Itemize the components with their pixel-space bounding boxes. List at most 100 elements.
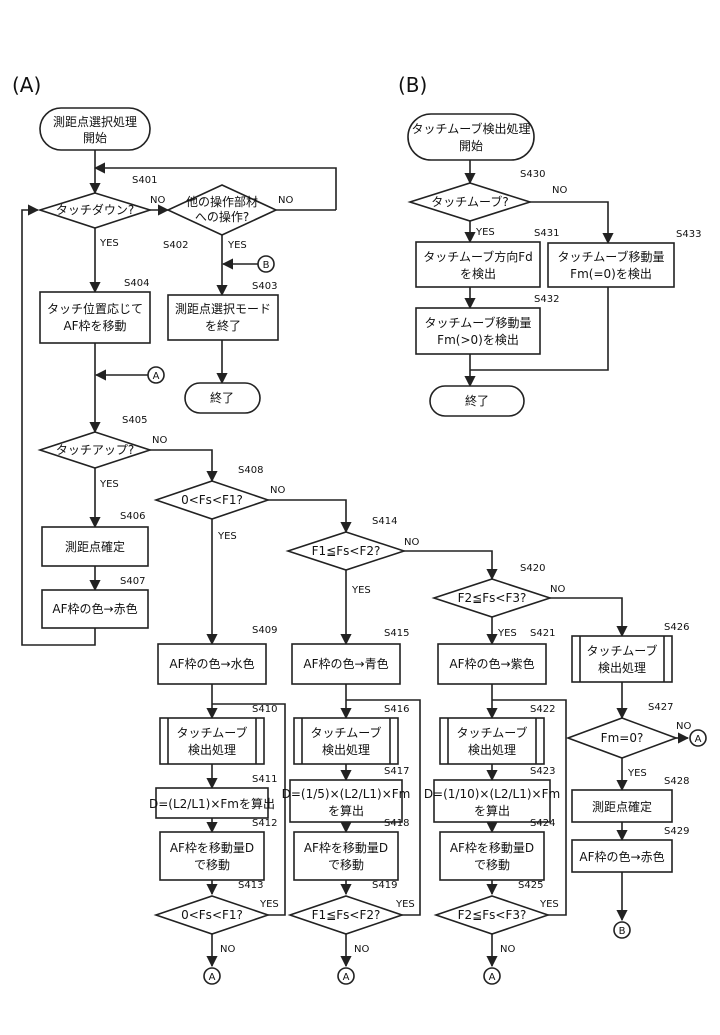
end-terminal-b: 終了 [429,385,525,417]
s433-step-label: S433 [676,229,701,240]
panel-a-label: (A) [12,73,41,97]
process-s424: AF枠を移動量D で移動 S424 [439,818,555,881]
decision-s413: 0<Fs<F1? S413 YES NO [153,880,279,955]
s410-line1: タッチムーブ [176,725,247,740]
d405-no: NO [152,435,167,446]
s431-line1: タッチムーブ方向Fd [423,249,533,264]
process-s411: D=(L2/L1)×Fmを算出 S411 [149,774,277,819]
s423-step-label: S423 [530,766,555,777]
panel-b-connectors [464,160,614,388]
s422-line1: タッチムーブ [456,725,527,740]
subprocess-s410: タッチムーブ 検出処理 S410 [159,704,277,765]
d427-text: Fm=0? [601,731,644,745]
s407-text: AF枠の色→赤色 [52,602,137,616]
d419-step-label: S419 [372,880,397,891]
d430-yes: YES [475,227,495,238]
decision-s427: Fm=0? S427 NO YES [565,702,691,779]
d414-yes: YES [351,585,371,596]
s404-line2: AF枠を移動 [63,319,126,333]
s432-line2: Fm(>0)を検出 [437,333,519,347]
d425-text: F2≦Fs<F3? [458,908,527,922]
s424-line1: AF枠を移動量D [450,841,534,855]
s406-step-label: S406 [120,511,145,522]
d419-text: F1≦Fs<F2? [312,908,381,922]
subprocess-s416: タッチムーブ 検出処理 S416 [293,704,409,765]
s411-text: D=(L2/L1)×Fmを算出 [149,796,275,811]
d414-no: NO [404,537,419,548]
d419-no: NO [354,944,369,955]
s411-step-label: S411 [252,774,277,785]
process-s415: AF枠の色→青色 S415 [291,628,409,685]
process-s403: 測距点選択モード を終了 S403 [167,281,279,341]
d401-step-label: S401 [132,175,157,186]
connector-a-out-s425: A [483,967,501,985]
d430-no: NO [552,185,567,196]
d427-no: NO [676,721,691,732]
s416-step-label: S416 [384,704,409,715]
process-s431: タッチムーブ方向Fd を検出 S431 [415,228,559,288]
s428-step-label: S428 [664,776,689,787]
s418-line1: AF枠を移動量D [304,841,388,855]
connector-a-in: A [147,366,165,384]
s426-step-label: S426 [664,622,689,633]
s410-line2: 検出処理 [188,743,236,757]
subprocess-s426: タッチムーブ 検出処理 S426 [571,622,689,683]
process-s409: AF枠の色→水色 S409 [157,625,277,685]
s431-step-label: S431 [534,228,559,239]
start-terminal-b: タッチムーブ検出処理 開始 [407,113,535,161]
s409-step-label: S409 [252,625,277,636]
s431-line2: を検出 [460,267,496,281]
d402-no: NO [278,195,293,206]
process-s433: タッチムーブ移動量 Fm(=0)を検出 S433 [547,229,701,288]
s416-line1: タッチムーブ [310,725,381,740]
s432-step-label: S432 [534,294,559,305]
decision-s414: F1≦Fs<F2? S414 NO YES [285,516,419,596]
s421-step-label: S421 [530,628,555,639]
s428-text: 測距点確定 [592,799,652,814]
decision-s408: 0<Fs<F1? S408 NO YES [153,465,285,542]
d413-yes: YES [259,899,279,910]
decision-s425: F2≦Fs<F3? S425 YES NO [433,880,559,955]
d419-yes: YES [395,899,415,910]
s412-line1: AF枠を移動量D [170,841,254,855]
d402-line1: 他の操作部材 [186,194,258,209]
s417-line2: を算出 [328,803,364,818]
start-a-line1: 測距点選択処理 [53,115,137,129]
d405-step-label: S405 [122,415,147,426]
s412-step-label: S412 [252,818,277,829]
s415-step-label: S415 [384,628,409,639]
d405-text: タッチアップ? [56,443,134,457]
d413-no: NO [220,944,235,955]
d405-yes: YES [99,479,119,490]
d401-yes: YES [99,238,119,249]
d420-step-label: S420 [520,563,545,574]
s423-line2: を算出 [474,803,510,818]
connector-a-s427-text: A [695,734,702,745]
s432-line1: タッチムーブ移動量 [424,315,531,330]
decision-s405: タッチアップ? S405 NO YES [37,415,167,490]
s403-line2: を終了 [205,318,241,333]
panel-b-label: (B) [398,73,427,97]
process-s412: AF枠を移動量D で移動 S412 [159,818,277,881]
s403-line1: 測距点選択モード [175,302,271,316]
process-s406: 測距点確定 S406 [41,511,149,567]
start-terminal-a: 測距点選択処理 開始 [39,107,151,151]
s429-step-label: S429 [664,826,689,837]
decision-s402: 他の操作部材 への操作? S402 NO YES [163,184,293,251]
start-a-line2: 開始 [83,131,107,145]
d408-text: 0<Fs<F1? [181,493,243,507]
process-s417: D=(1/5)×(L2/L1)×Fm を算出 S417 [282,766,410,823]
s406-text: 測距点確定 [65,539,125,554]
s421-text: AF枠の色→紫色 [449,657,534,671]
end-b-text: 終了 [465,393,489,408]
process-s404: タッチ位置応じて AF枠を移動 S404 [39,278,151,344]
d425-yes: YES [539,899,559,910]
connector-a-out-s427: A [689,729,707,747]
subprocess-s422: タッチムーブ 検出処理 S422 [439,704,555,765]
connector-a-out-s413: A [203,967,221,985]
d427-step-label: S427 [648,702,673,713]
d425-step-label: S425 [518,880,543,891]
process-s428: 測距点確定 S428 [571,776,689,823]
d408-no: NO [270,485,285,496]
